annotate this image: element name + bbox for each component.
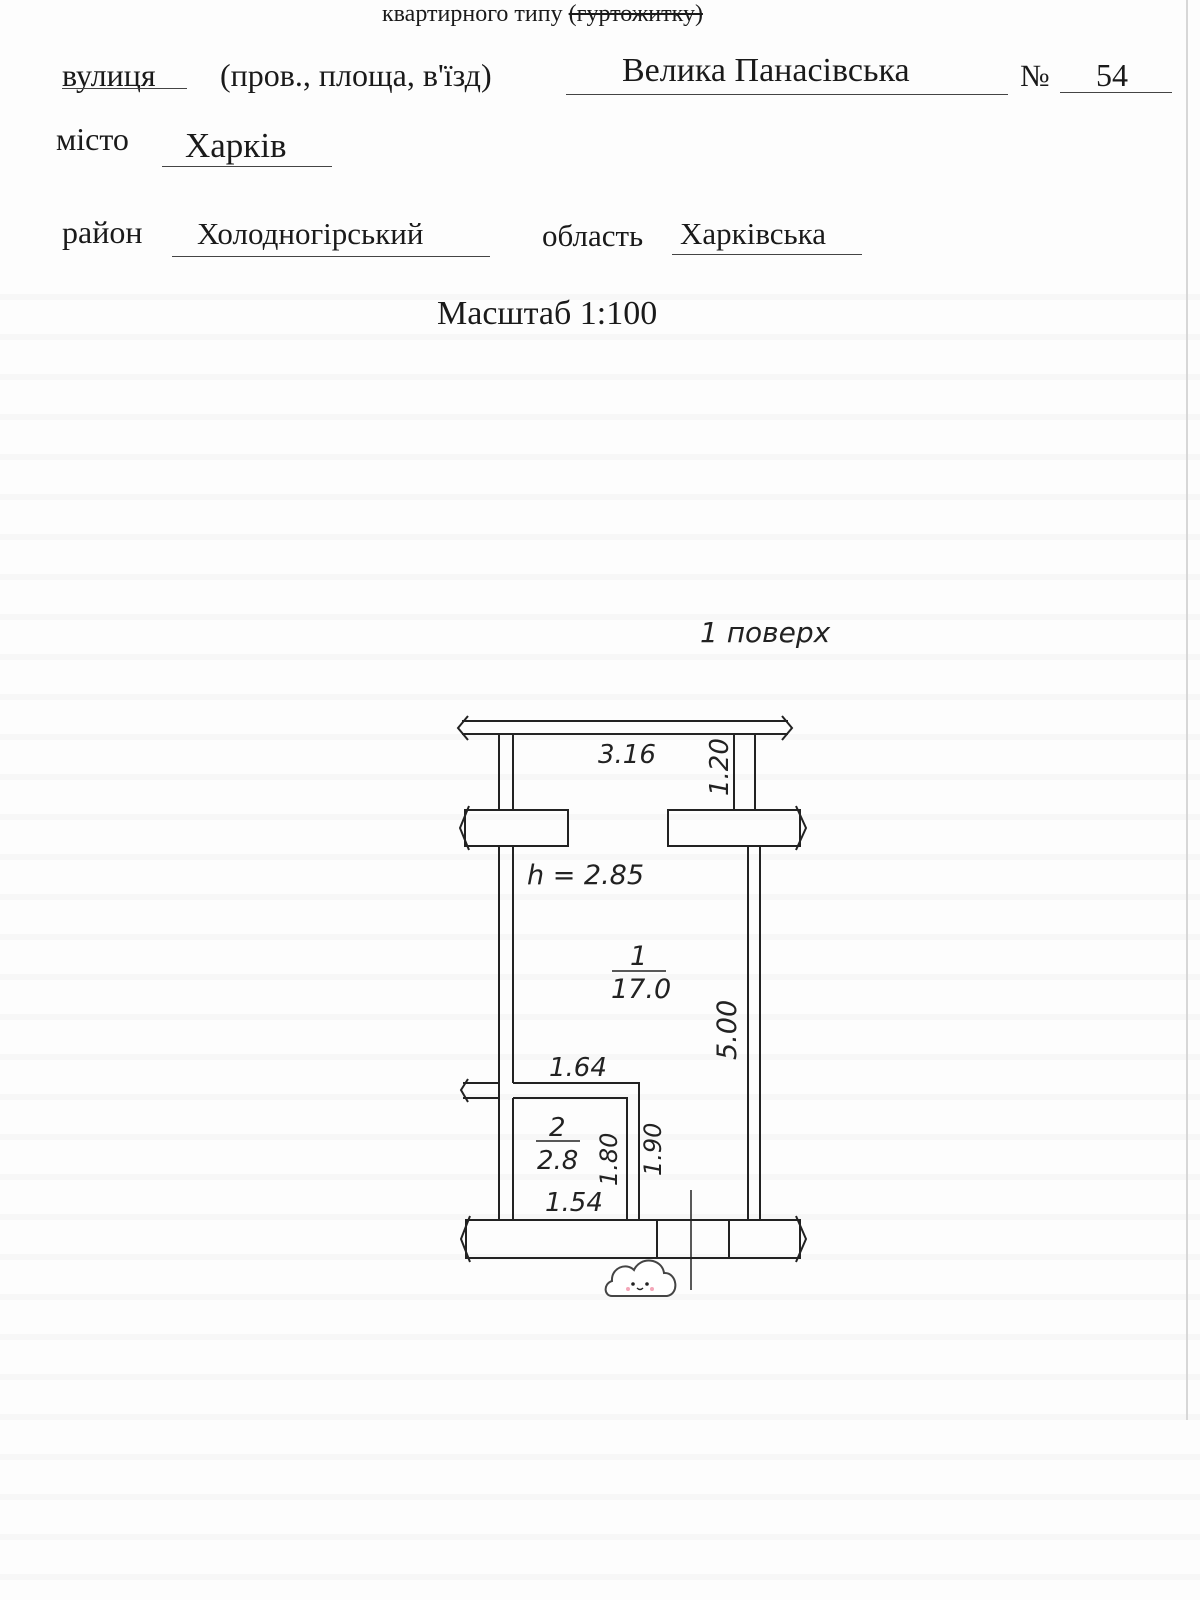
number-value: 54 [1096, 57, 1128, 93]
dim-bath-top: 1.64 [549, 1053, 607, 1083]
balcony-wall-breaks [456, 715, 794, 741]
page-edge [1186, 0, 1188, 1420]
bottom-wall [465, 1219, 801, 1259]
left-wall-upper [498, 734, 514, 810]
cloud-sticker-logo [604, 1259, 677, 1297]
city-value: Харків [185, 126, 287, 165]
bottom-wall-breaks [459, 1215, 808, 1263]
ceiling-height: h = 2.85 [527, 860, 644, 891]
left-pier [464, 809, 569, 847]
district-underline [172, 256, 490, 257]
right-pier-break [795, 805, 808, 851]
entrance-door [656, 1220, 730, 1258]
city-underline [162, 166, 332, 167]
right-wall-upper [733, 734, 756, 810]
room1-number: 1 [630, 941, 647, 972]
bathroom-partition [513, 1082, 640, 1220]
street-underline [566, 94, 1008, 95]
number-label: № [1020, 58, 1050, 93]
region-value: Харківська [680, 216, 827, 251]
district-value: Холодногірський [197, 216, 424, 251]
street-label-underline [62, 88, 187, 89]
city-label: місто [56, 121, 129, 157]
number-underline [1060, 92, 1172, 93]
right-wall-lower [747, 846, 761, 1220]
document-header: квартирного типу (гуртожитку) [382, 0, 703, 28]
district-label: район [62, 214, 143, 250]
room1-area: 17.0 [611, 974, 671, 1005]
left-pier-break [458, 805, 470, 851]
scale-label: Масштаб 1:100 [437, 295, 658, 332]
region-underline [672, 254, 862, 255]
balcony-wall [462, 720, 788, 735]
dim-balcony-depth: 1.20 [705, 738, 735, 796]
dim-bath-outer-height: 1.90 [639, 1123, 667, 1176]
dim-room-length: 5.00 [712, 1000, 743, 1060]
left-stub-wall [463, 1082, 499, 1099]
street-value: Велика Панасівська [622, 52, 910, 89]
street-label: вулиця [62, 57, 156, 93]
right-pier [667, 809, 801, 847]
region-label: область [542, 218, 644, 253]
header-struck-text: (гуртожитку) [568, 1, 703, 27]
left-wall-lower [498, 846, 514, 1220]
scan-bleed-through [0, 260, 1200, 1600]
header-text: квартирного типу [382, 1, 563, 27]
room2-number: 2 [549, 1113, 566, 1143]
dim-top-width: 3.16 [598, 740, 656, 770]
floor-label: 1 поверх [700, 616, 831, 649]
street-alt-label: (пров., площа, в'їзд) [220, 57, 492, 93]
dim-bath-bottom: 1.54 [545, 1188, 603, 1218]
left-stub-break [459, 1078, 469, 1103]
room2-area: 2.8 [537, 1146, 578, 1176]
dim-bath-inner-height: 1.80 [595, 1133, 623, 1186]
